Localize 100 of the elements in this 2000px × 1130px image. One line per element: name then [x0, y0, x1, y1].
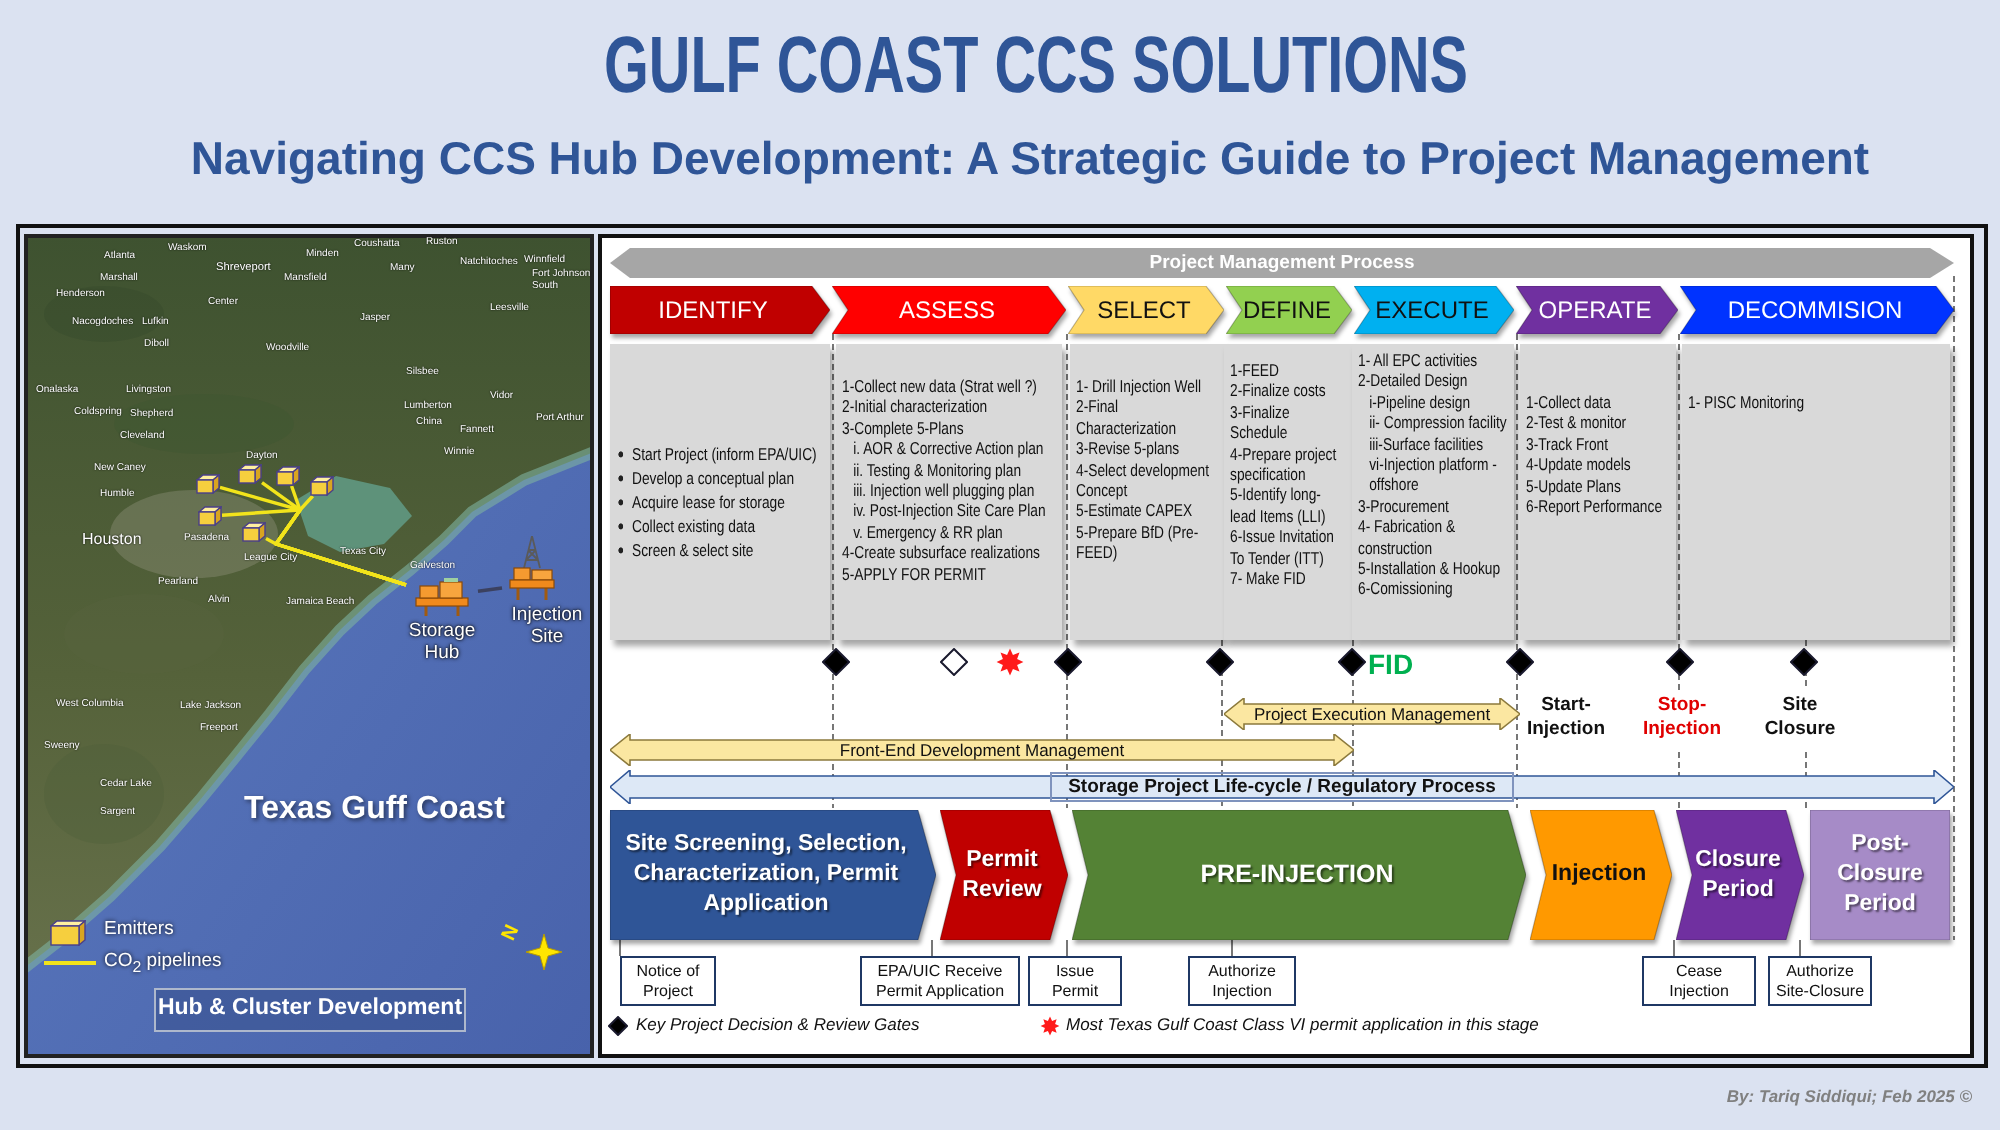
- activity-panel: [836, 344, 1062, 640]
- list-item: 1-Collect new data (Strat well ?): [842, 376, 1037, 397]
- list-item: 3-Track Front: [1526, 433, 1609, 455]
- list-item: 1-FEED: [1230, 360, 1279, 381]
- list-item: Start Project (inform EPA/UIC): [616, 444, 817, 465]
- gate-label: Stop-Injection: [1640, 694, 1724, 742]
- emitter-icon: [242, 522, 266, 542]
- list-item: 1- Drill Injection Well: [1076, 376, 1202, 397]
- title: GULF COAST CCS SOLUTIONS: [604, 20, 1468, 112]
- list-item: 3-Complete 5-Plans: [842, 417, 964, 439]
- list-item: 5-Prepare BfD (Pre-FEED): [1076, 521, 1201, 564]
- list-item: v. Emergency & RR plan: [851, 521, 1003, 543]
- legend-label: Key Project Decision & Review Gates: [636, 1014, 920, 1034]
- milestone-box: EPA/UIC Receive Permit Application: [860, 956, 1020, 1006]
- gate-label: FID: [1368, 648, 1414, 680]
- sea-label: Texas Guff Coast: [244, 792, 505, 828]
- legend-label: Most Texas Gulf Coast Class VI permit application in this stage: [1066, 1014, 1539, 1034]
- stage-chevron: Closure Period: [1676, 810, 1804, 940]
- list-item: 2-Detailed Design: [1358, 370, 1468, 392]
- list-item: 4-Select development Concept: [1076, 459, 1211, 501]
- list-item: 1- PISC Monitoring: [1688, 392, 1805, 413]
- list-item: 5-Identify long-lead Items (LLI): [1230, 484, 1328, 527]
- list-item: Acquire lease for storage: [616, 492, 785, 513]
- activity-panel: [1352, 344, 1514, 640]
- list-item: 2-Initial characterization: [842, 396, 988, 418]
- phase-chevron: EXECUTE: [1354, 286, 1514, 334]
- phase-chevron: ASSESS: [832, 286, 1066, 334]
- subtitle: Navigating CCS Hub Development: A Strategic Guide to Project Management: [190, 130, 1870, 186]
- legend-label: CO$_{2}$ pipelines: [104, 950, 222, 976]
- list-item: 1- All EPC activities: [1358, 350, 1478, 371]
- double-arrow-band: [1224, 698, 1520, 730]
- map-title-box: Hub & Cluster Development: [154, 988, 466, 1032]
- list-item: 2-Finalize costs: [1230, 380, 1326, 402]
- band-label: Storage Project Life-cycle / Regulatory Process: [1050, 772, 1514, 802]
- site-label: Storage Hub: [406, 620, 478, 664]
- activity-panel: [1224, 344, 1352, 640]
- phase-chevron: DEFINE: [1226, 286, 1352, 334]
- list-item: 3-Finalize Schedule: [1230, 401, 1292, 444]
- site-label: Injection Site: [509, 604, 585, 648]
- list-item: 5-Update Plans: [1526, 475, 1621, 497]
- list-item: 5-Estimate CAPEX: [1076, 500, 1193, 522]
- double-arrow-band: [610, 770, 1954, 804]
- stage-box: Post-Closure Period: [1810, 810, 1950, 940]
- activity-panel: [1520, 344, 1676, 640]
- milestone-box: Cease Injection: [1642, 956, 1756, 1006]
- stage-chevron: PRE-INJECTION: [1072, 810, 1526, 940]
- milestone-box: Authorize Site-Closure: [1768, 956, 1872, 1006]
- credit-text: By: Tariq Siddiqui; Feb 2025 ©: [1726, 1086, 1972, 1106]
- list-item: Screen & select site: [616, 540, 754, 561]
- list-item: Collect existing data: [616, 516, 756, 537]
- stage-chevron: Permit Review: [940, 810, 1068, 940]
- list-item: 2-Final Characterization: [1076, 396, 1179, 439]
- gate-label: Start-Injection: [1524, 694, 1608, 742]
- band-label: Project Execution Management: [1253, 703, 1491, 725]
- list-item: 6-Comissioning: [1358, 578, 1453, 600]
- list-item: iv. Post-Injection Site Care Plan: [851, 500, 1046, 522]
- emitter-icon: [198, 506, 222, 526]
- stage-chevron: Injection: [1530, 810, 1672, 940]
- legend-label: Emitters: [104, 918, 174, 940]
- pipeline: [477, 586, 503, 593]
- list-item: 6-Issue Invitation To Tender (ITT): [1230, 526, 1336, 569]
- list-item: 5-APPLY FOR PERMIT: [842, 563, 986, 585]
- list-item: iii. Injection well plugging plan: [851, 480, 1035, 501]
- phase-chevron: IDENTIFY: [610, 286, 830, 334]
- stage-chevron: Site Screening, Selection, Characterization, Permit Application: [610, 810, 936, 940]
- pipeline: [265, 537, 407, 587]
- phase-chevron: DECOMMISION: [1680, 286, 1954, 334]
- list-item: 4-Create subsurface realizations: [842, 542, 1040, 564]
- list-item: Develop a conceptual plan: [616, 468, 795, 489]
- list-item: iii-Surface facilities: [1367, 433, 1484, 455]
- activity-panel: [1070, 344, 1224, 640]
- emitter-icon: [276, 466, 300, 486]
- band-label: Front-End Development Management: [839, 739, 1125, 761]
- phase-chevron: OPERATE: [1516, 286, 1678, 334]
- list-item: 4- Fabrication & construction: [1358, 516, 1458, 559]
- list-item: 7- Make FID: [1230, 568, 1306, 589]
- list-item: 3-Procurement: [1358, 495, 1449, 517]
- list-item: 5-Installation & Hookup: [1358, 558, 1501, 579]
- list-item: 4-Update models: [1526, 454, 1631, 476]
- list-item: 4-Prepare project specification: [1230, 443, 1339, 485]
- list-item: 2-Test & monitor: [1526, 412, 1627, 434]
- list-item: 3-Revise 5-plans: [1076, 438, 1180, 460]
- gate-label: Site Closure: [1762, 694, 1838, 742]
- activity-panel: [1682, 344, 1950, 640]
- list-item: ii- Compression facility: [1367, 412, 1507, 434]
- phase-chevron: SELECT: [1068, 286, 1224, 334]
- emitter-icon: [310, 476, 334, 496]
- activity-panel: [610, 344, 830, 640]
- north-label: N: [498, 921, 525, 945]
- milestone-box: Authorize Injection: [1188, 956, 1296, 1006]
- emitter-icon: [196, 474, 220, 494]
- process-arrow-band: Project Management Process: [610, 248, 1954, 278]
- milestone-box: Issue Permit: [1028, 956, 1122, 1006]
- list-item: 6-Report Performance: [1526, 496, 1663, 517]
- list-item: vi-Injection platform - offshore: [1367, 454, 1499, 496]
- list-item: 1-Collect data: [1526, 392, 1611, 413]
- double-arrow-band: [610, 734, 1354, 766]
- list-item: ii. Testing & Monitoring plan: [851, 459, 1022, 481]
- emitter-icon: [238, 464, 262, 484]
- list-item: i-Pipeline design: [1367, 391, 1471, 413]
